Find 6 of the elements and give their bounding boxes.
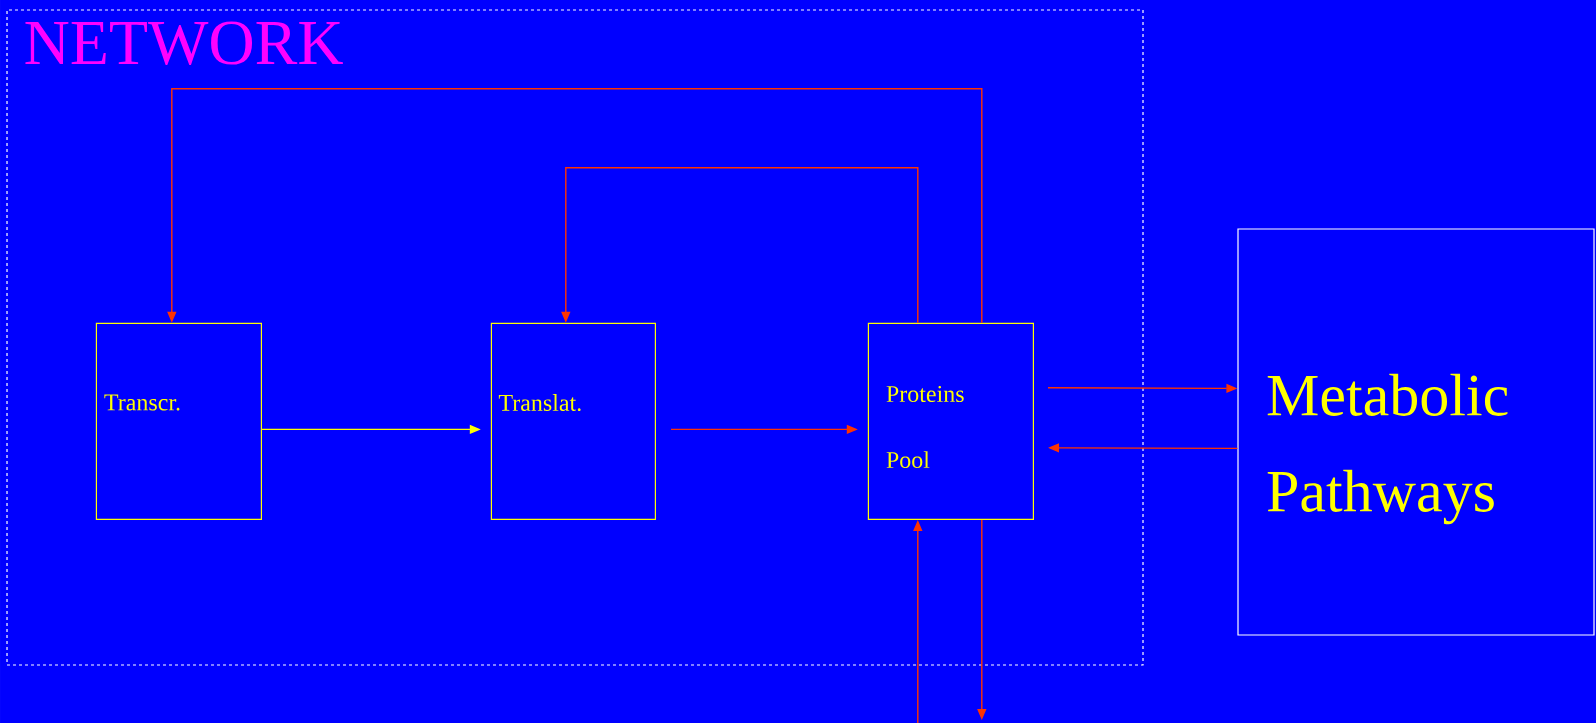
process-box: Metabolic Pathways [1237,228,1595,636]
arrow [167,88,983,324]
process-box: Translat. [490,322,656,520]
arrow [561,167,919,324]
process-box: Proteins Pool [867,322,1034,520]
process-box: Transcr. [95,322,262,520]
